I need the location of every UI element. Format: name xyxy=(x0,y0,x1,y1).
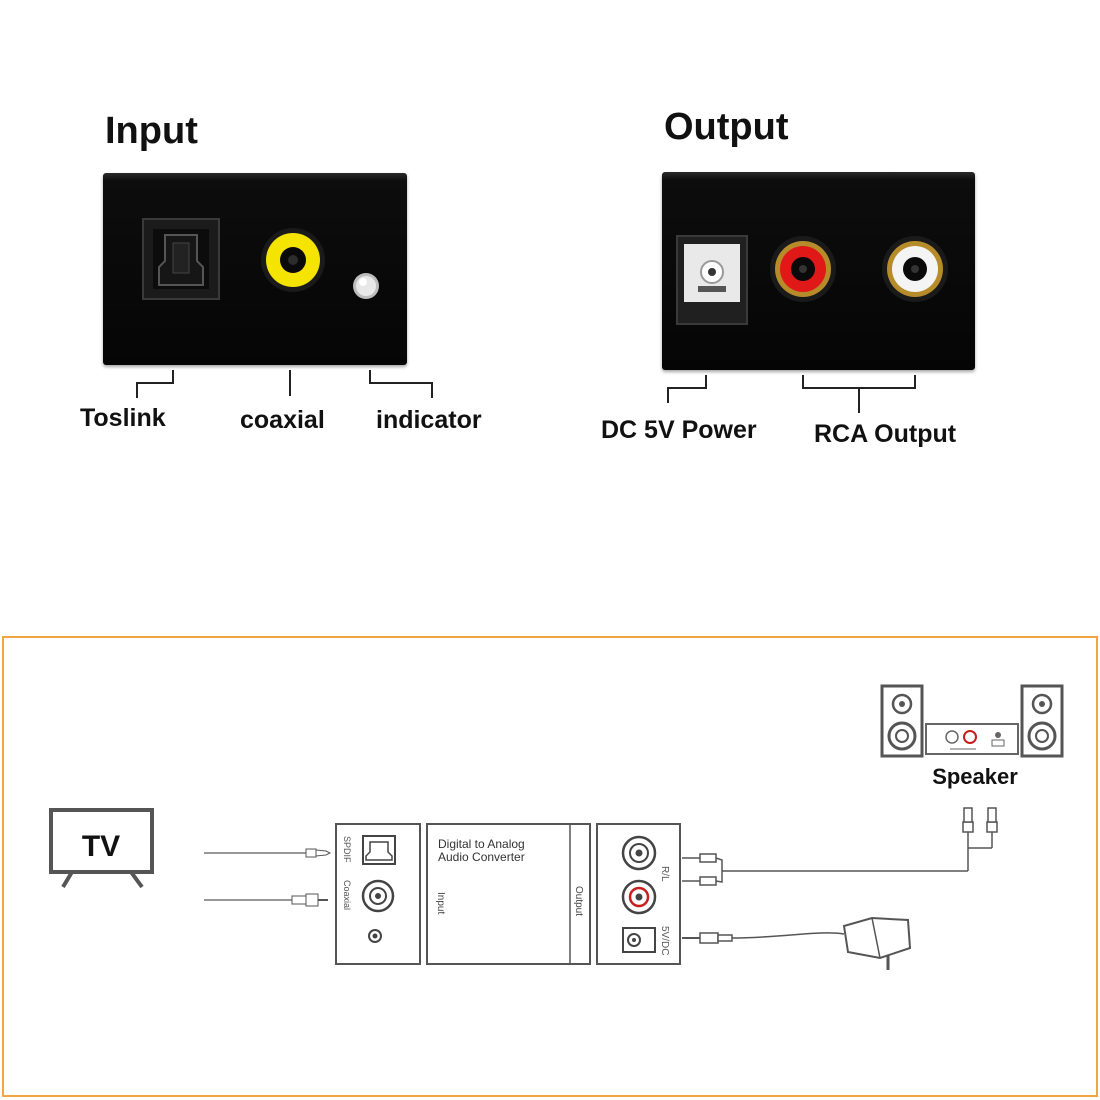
output-ports-graphic xyxy=(676,235,948,325)
converter-input-face xyxy=(335,823,421,965)
converter-output-face xyxy=(596,823,681,965)
converter-output-text: Output xyxy=(573,886,584,916)
indicator-led-icon xyxy=(353,273,379,299)
toslink-port-icon xyxy=(142,218,220,300)
speaker-label: Speaker xyxy=(932,764,1018,789)
rca-output-bracket-tick xyxy=(858,389,860,413)
dc-power-bracket-tick xyxy=(667,387,669,403)
input-ports-graphic xyxy=(142,218,379,300)
tv-icon xyxy=(49,808,154,889)
dc-power-bracket xyxy=(667,375,707,389)
speaker-system-icon xyxy=(880,684,1064,758)
indicator-bracket xyxy=(369,370,433,384)
toslink-bracket xyxy=(136,370,174,384)
optical-cable-icon xyxy=(204,848,332,858)
toslink-bracket-tick xyxy=(136,382,138,398)
rca-cable-icon xyxy=(682,807,998,886)
power-adapter-icon xyxy=(682,916,912,970)
spdif-text: SPDIF xyxy=(342,836,352,863)
rl-text: R/L xyxy=(659,866,670,882)
indicator-label: indicator xyxy=(376,406,482,434)
toslink-label: Toslink xyxy=(80,404,166,432)
connection-diagram-frame xyxy=(2,636,1098,1097)
dc-power-jack-icon xyxy=(676,235,748,325)
dc-power-label: DC 5V Power xyxy=(601,416,757,444)
coaxial-text: Coaxial xyxy=(342,880,352,910)
indicator-bracket-tick xyxy=(431,382,433,398)
rca-output-label: RCA Output xyxy=(814,420,957,448)
rca-red-jack-icon xyxy=(770,236,836,302)
converter-body xyxy=(426,823,591,965)
output-title: Output xyxy=(664,106,789,148)
input-title: Input xyxy=(105,110,198,152)
coaxial-cable-icon xyxy=(204,893,328,907)
dc-text: 5V/DC xyxy=(659,926,670,955)
converter-input-text: Input xyxy=(435,892,446,914)
rca-white-jack-icon xyxy=(882,236,948,302)
coaxial-jack-icon xyxy=(261,228,325,292)
input-side-device xyxy=(103,173,407,365)
converter-title-line2: Audio Converter xyxy=(438,850,525,864)
converter-title-line1: Digital to Analog xyxy=(438,837,525,851)
coaxial-bracket xyxy=(289,370,291,396)
output-side-device xyxy=(662,172,975,370)
coaxial-label: coaxial xyxy=(240,406,325,434)
tv-label: TV xyxy=(82,830,120,863)
rca-output-bracket xyxy=(802,375,916,389)
